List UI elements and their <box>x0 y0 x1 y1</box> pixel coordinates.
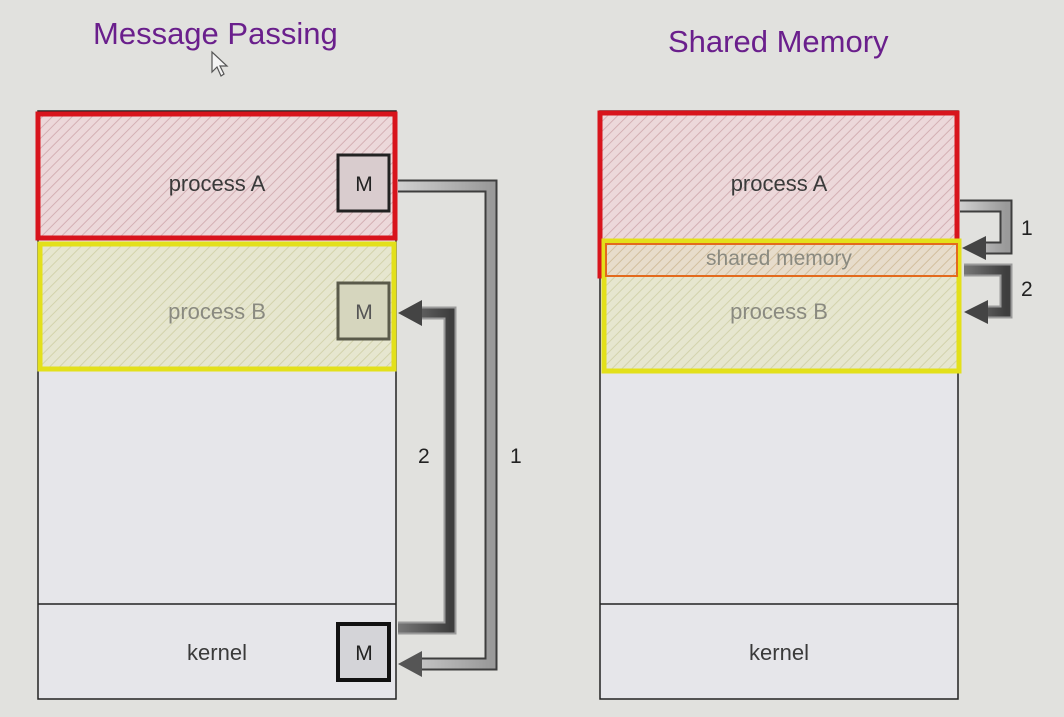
mp-kernel-message-box <box>336 622 391 682</box>
shared-memory-diagram: process A shared memory process B kernel… <box>597 110 1033 700</box>
mp-process-a-message-box <box>336 153 391 213</box>
mp-arrow-2 <box>398 300 457 635</box>
message-passing-diagram: process A M process B M kernel M 1 2 <box>35 110 522 700</box>
mp-process-a-message-label: M <box>355 173 373 196</box>
mp-process-b-box <box>37 241 397 372</box>
mp-process-a-label: process A <box>169 171 266 196</box>
mp-arrow-2-label: 2 <box>418 445 430 468</box>
sm-arrow-2 <box>964 263 1013 324</box>
mp-process-b-label: process B <box>168 299 266 324</box>
mp-kernel-label: kernel <box>187 640 247 665</box>
mouse-cursor-icon <box>211 50 229 77</box>
mp-process-a-box <box>35 111 398 241</box>
shared-memory-title: Shared Memory <box>668 24 889 59</box>
message-passing-title: Message Passing <box>93 16 338 51</box>
mp-arrow-1-label: 1 <box>510 445 522 468</box>
mp-process-b-message-label: M <box>355 301 373 324</box>
sm-arrow-1 <box>960 199 1013 260</box>
sm-kernel-label: kernel <box>749 640 809 665</box>
mp-process-b-message-box <box>336 281 391 341</box>
mp-kernel-message-label: M <box>355 642 373 665</box>
mp-arrow-1 <box>398 179 498 677</box>
sm-arrow-1-label: 1 <box>1021 217 1033 240</box>
sm-process-b-label: process B <box>730 299 828 324</box>
sm-arrow-2-label: 2 <box>1021 278 1033 301</box>
sm-shared-memory-label: shared memory <box>706 247 852 270</box>
sm-process-a-label: process A <box>731 171 828 196</box>
sm-shared-memory-region <box>605 243 958 277</box>
